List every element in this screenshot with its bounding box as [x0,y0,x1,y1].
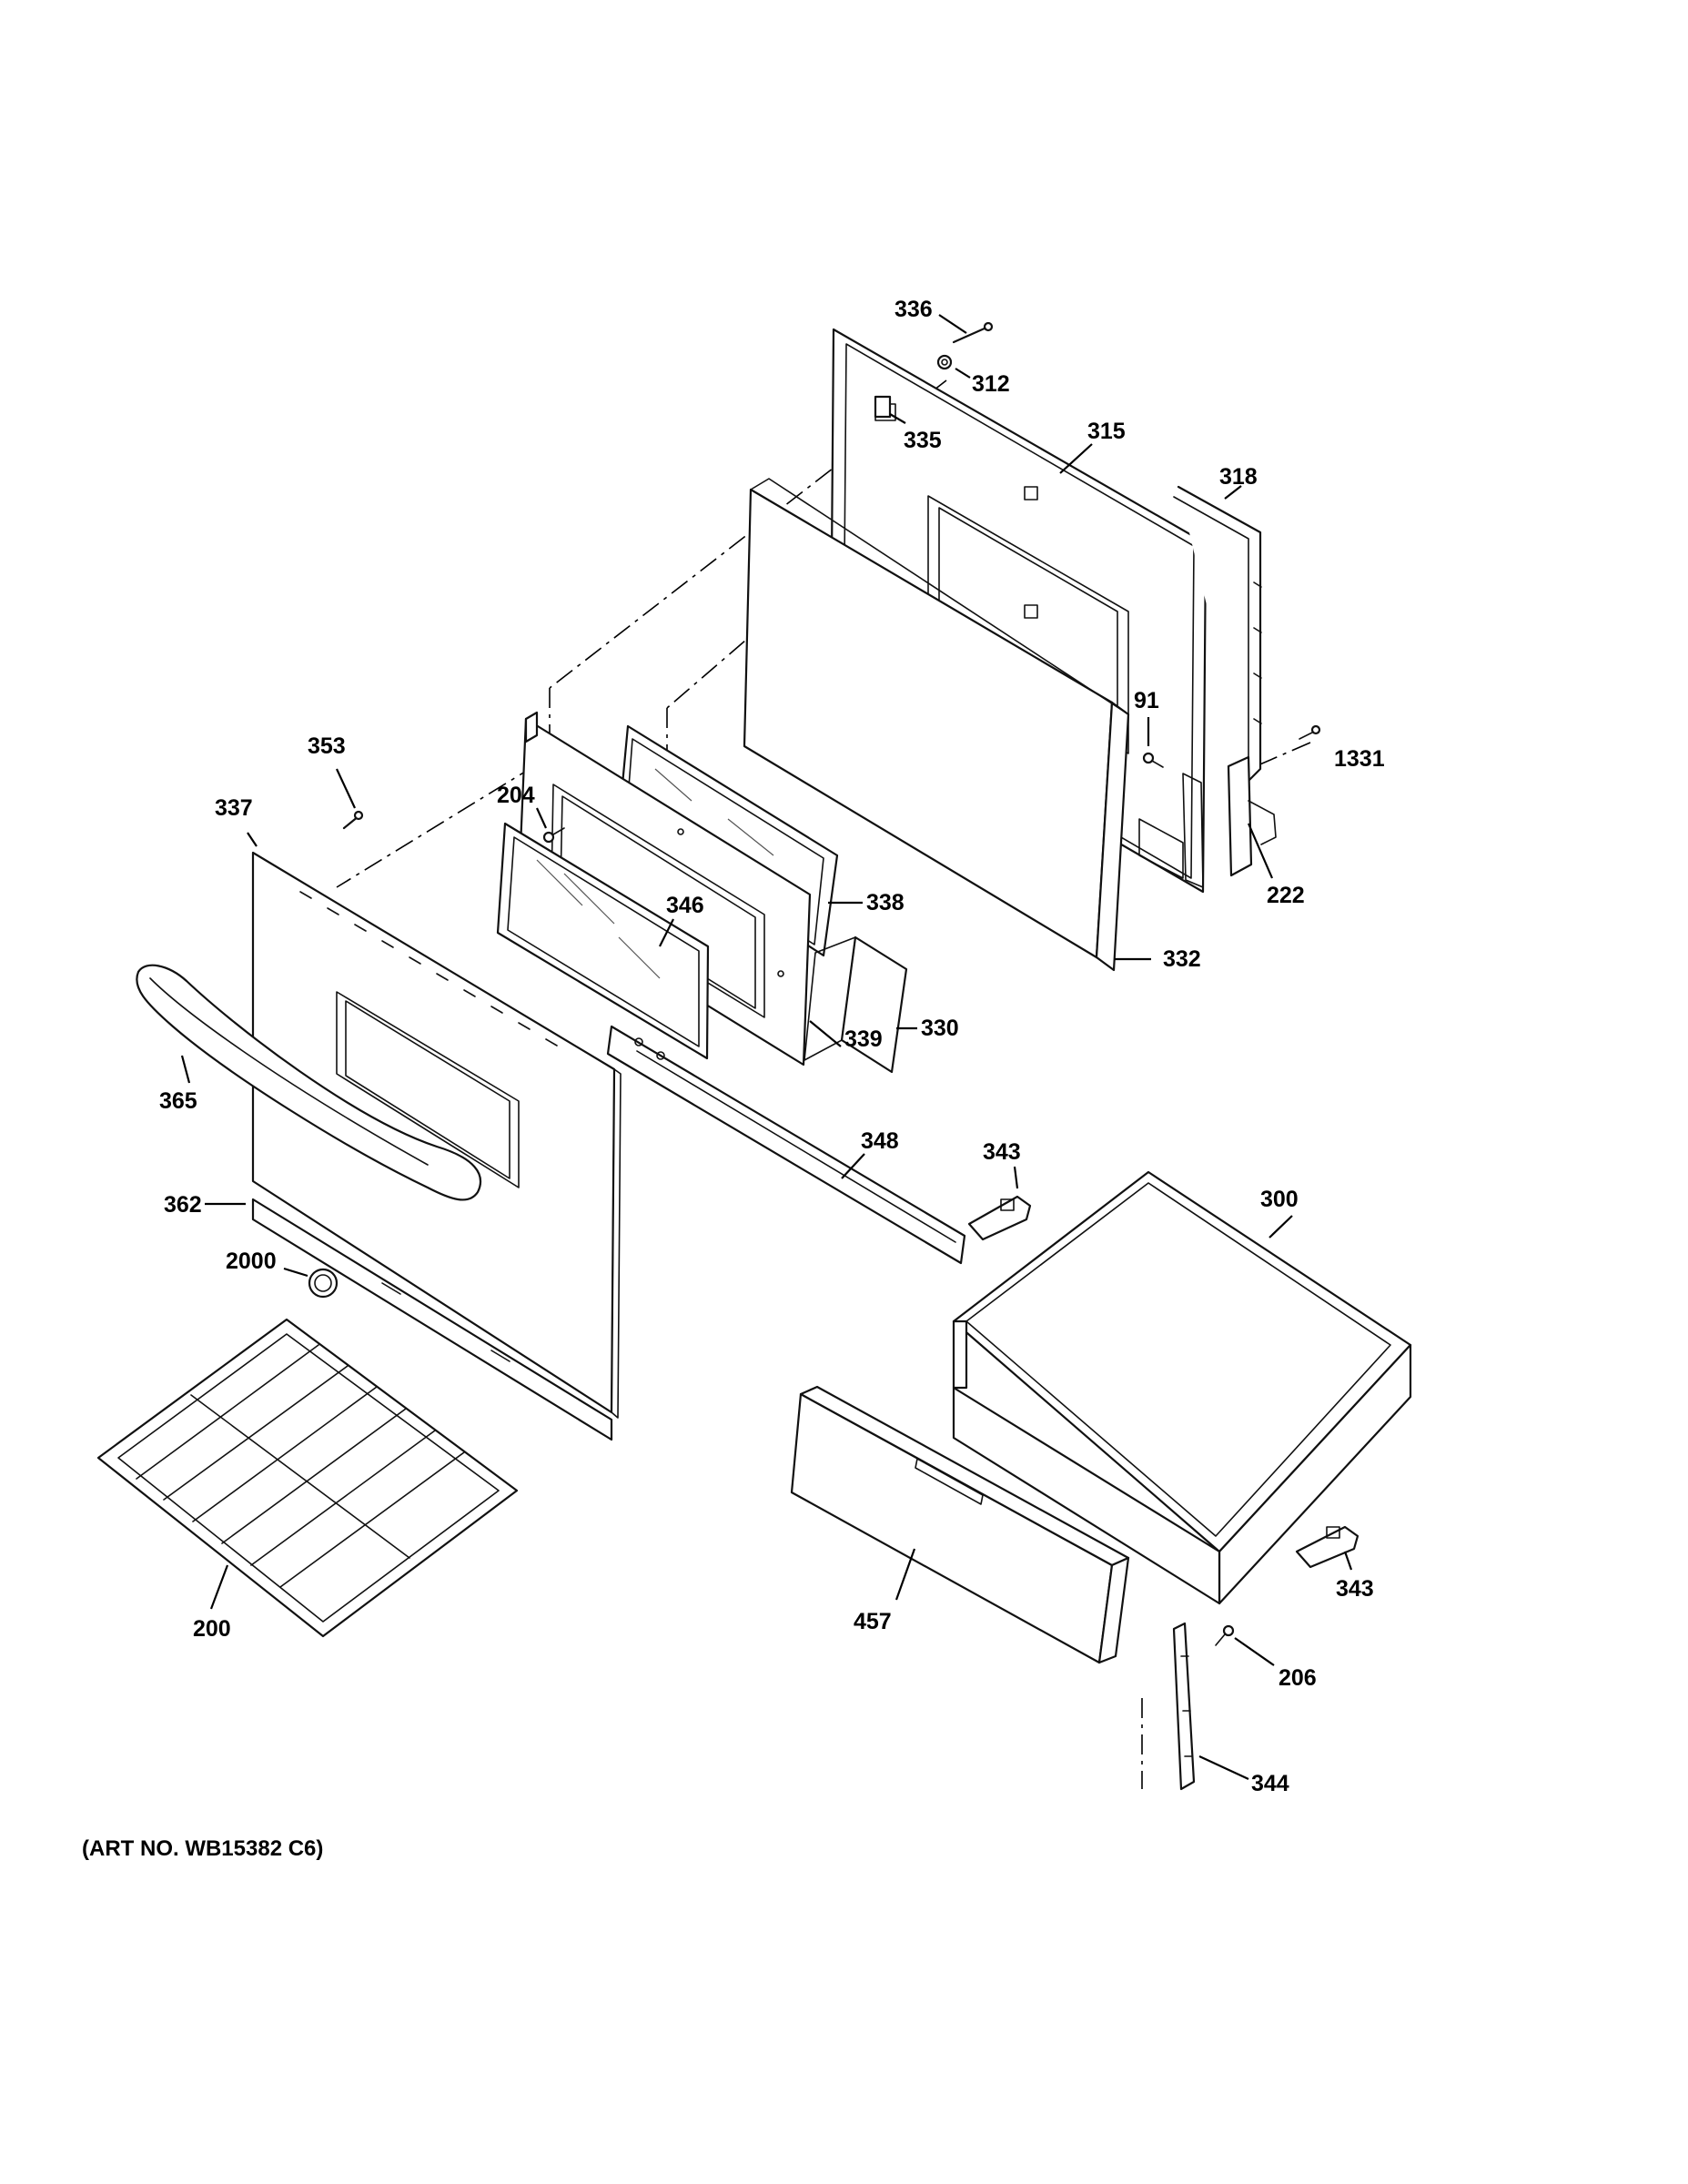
slide-bracket-343-upper[interactable] [967,1195,1032,1241]
callout-332: 332 [1163,946,1201,972]
callout-312: 312 [972,371,1010,397]
screw-204[interactable] [542,827,565,844]
callout-348: 348 [861,1128,899,1154]
screw-206[interactable] [1215,1624,1235,1646]
callout-344: 344 [1251,1771,1289,1796]
callout-1331: 1331 [1334,746,1385,772]
nut-312[interactable] [936,354,953,370]
art-number-caption: (ART NO. WB15382 C6) [82,1836,324,1861]
callout-222: 222 [1267,883,1305,908]
door-handle-365[interactable] [136,964,482,1201]
spacer-335[interactable] [874,395,892,419]
callout-91: 91 [1134,688,1159,713]
callout-330: 330 [921,1016,959,1041]
drawer-front-457[interactable] [790,1385,1130,1664]
door-gasket-318[interactable] [1173,485,1262,783]
callout-343-upper: 343 [983,1139,1021,1165]
heat-shield-330[interactable] [804,935,908,1074]
callout-labels: 336 312 335 315 318 91 1331 222 353 337 … [159,297,1385,1796]
callout-318: 318 [1219,464,1258,490]
door-outer-panel-337[interactable] [251,851,622,1419]
drawer-300[interactable] [952,1170,1412,1605]
oven-rack-200[interactable] [96,1318,519,1638]
callout-300: 300 [1260,1187,1299,1212]
vent-slots [299,891,558,1046]
callout-346: 346 [666,893,704,918]
badge-2000[interactable] [308,1268,339,1299]
callout-337: 337 [215,795,253,821]
callout-200: 200 [193,1616,231,1642]
door-insulation-332[interactable] [743,478,1130,972]
screw-353[interactable] [342,810,364,830]
callout-339: 339 [844,1026,883,1052]
hinge-222[interactable] [1138,755,1277,888]
bottom-trim-362[interactable] [251,1198,613,1441]
screw-336[interactable] [952,321,994,344]
drawer-slide-344[interactable] [1172,1622,1196,1791]
slide-bracket-343-lower[interactable] [1295,1525,1359,1569]
callout-353: 353 [308,733,346,759]
callout-315: 315 [1087,419,1126,444]
rail-348[interactable] [606,1025,966,1265]
callout-206: 206 [1279,1665,1317,1691]
screw-91[interactable] [1142,752,1164,768]
callout-336: 336 [895,297,933,322]
callout-343-lower: 343 [1336,1576,1374,1602]
callout-335: 335 [904,428,942,453]
window-glass-346[interactable] [496,822,710,1060]
leader-lines [180,314,1353,1780]
callout-457: 457 [854,1609,892,1634]
callout-338: 338 [866,890,905,915]
callout-204: 204 [497,783,535,808]
screw-1331[interactable] [1299,724,1321,740]
callout-365: 365 [159,1088,197,1114]
callout-362: 362 [164,1192,202,1218]
callout-2000: 2000 [226,1249,277,1274]
